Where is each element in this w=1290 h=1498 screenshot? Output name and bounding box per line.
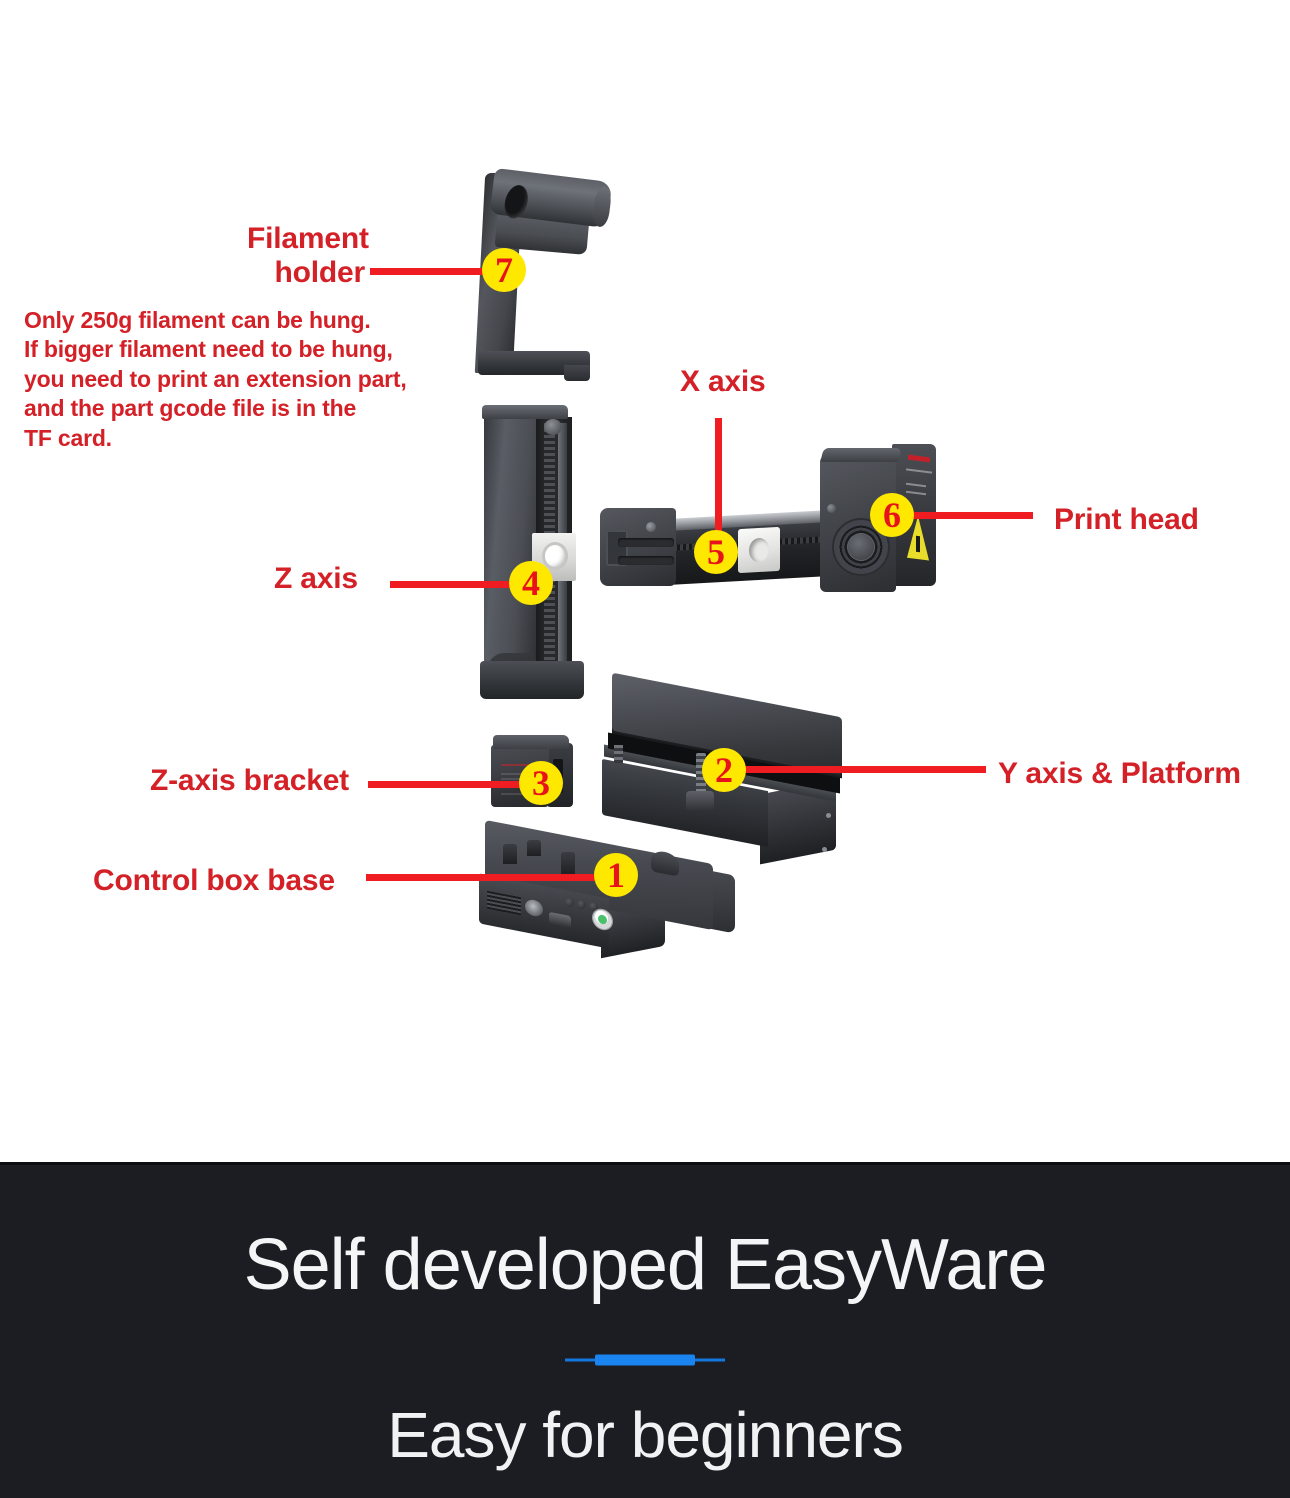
filament-holder-rod-bore	[501, 182, 532, 222]
x-axis-end-cap	[600, 508, 676, 586]
control-box-button	[565, 898, 574, 907]
leader-line-filament-holder	[370, 268, 494, 275]
promo-banner: Self developed EasyWare Easy for beginne…	[0, 1162, 1290, 1498]
callout-badge-3: 3	[519, 761, 563, 805]
z-axis-carriage-bore	[542, 542, 568, 570]
y-axis-leveling-knob	[686, 791, 714, 811]
callout-badge-6: 6	[870, 493, 914, 537]
control-box-button	[589, 902, 598, 911]
leader-line-z-axis-bracket	[368, 781, 526, 788]
part-filament-holder	[470, 165, 620, 381]
y-axis-leveling-screw	[696, 753, 706, 795]
print-head-fan-hub	[848, 534, 874, 560]
z-axis-carriage	[532, 533, 576, 581]
filament-holder-foot-tab	[564, 365, 590, 381]
callout-badge-7: 7	[482, 248, 526, 292]
z-bracket-top	[493, 735, 569, 749]
callout-label-filament-holder: Filament holder	[247, 222, 369, 289]
part-control-box-base	[465, 819, 750, 968]
part-y-axis-platform	[600, 672, 880, 880]
x-axis-end-cap-slot	[618, 556, 674, 565]
y-axis-fastener	[822, 847, 827, 852]
z-axis-top-cap	[482, 405, 568, 419]
z-axis-column	[484, 411, 536, 679]
callout-badge-1: 1	[594, 853, 638, 897]
banner-top-rule	[0, 1162, 1290, 1165]
callout-badge-2: 2	[702, 748, 746, 792]
leader-line-y-axis-platform	[738, 766, 986, 773]
banner-divider-thick-bar	[595, 1354, 695, 1366]
control-box-post	[561, 852, 575, 876]
z-axis-base	[480, 661, 584, 699]
z-bracket-vent-line	[501, 793, 531, 795]
callout-label-x-axis: X axis	[680, 365, 766, 398]
banner-subtitle: Easy for beginners	[387, 1399, 904, 1471]
print-head-warning-glyph	[916, 535, 920, 553]
leader-line-control-box-base	[366, 874, 606, 881]
x-axis-end-cap-screw	[646, 522, 656, 532]
power-led-icon	[598, 914, 607, 925]
control-box-button	[577, 900, 586, 909]
filament-holder-note: Only 250g filament can be hung. If bigge…	[24, 307, 407, 451]
x-axis-end-cap-slot	[618, 538, 674, 547]
control-box-post	[527, 840, 541, 856]
y-axis-leveling-screw	[614, 745, 623, 763]
part-x-axis	[600, 500, 850, 605]
callout-label-y-axis-platform: Y axis & Platform	[998, 757, 1241, 790]
z-bracket-label-stripe	[501, 764, 535, 766]
leader-line-z-axis	[390, 581, 518, 588]
callout-badge-5: 5	[694, 530, 738, 574]
exploded-diagram: Filament holder 7 Only 250g filament can…	[24, 165, 1242, 968]
leader-line-x-axis	[715, 418, 722, 542]
print-head-top	[820, 448, 902, 462]
control-box-post	[503, 844, 517, 864]
x-axis-filament-guide	[738, 526, 780, 574]
callout-label-control-box-base: Control box base	[93, 864, 335, 897]
z-axis-top-screw	[544, 419, 562, 435]
callout-label-z-axis-bracket: Z-axis bracket	[150, 764, 349, 797]
callout-label-print-head: Print head	[1054, 503, 1199, 536]
leader-line-print-head	[905, 512, 1033, 519]
y-axis-fastener	[826, 813, 831, 818]
part-z-axis	[478, 405, 590, 705]
callout-label-z-axis: Z axis	[274, 562, 358, 595]
banner-divider	[565, 1354, 725, 1366]
x-axis-guide-bore	[749, 537, 769, 563]
print-head-screw	[827, 504, 836, 513]
banner-title: Self developed EasyWare	[243, 1225, 1048, 1305]
callout-badge-4: 4	[509, 561, 553, 605]
